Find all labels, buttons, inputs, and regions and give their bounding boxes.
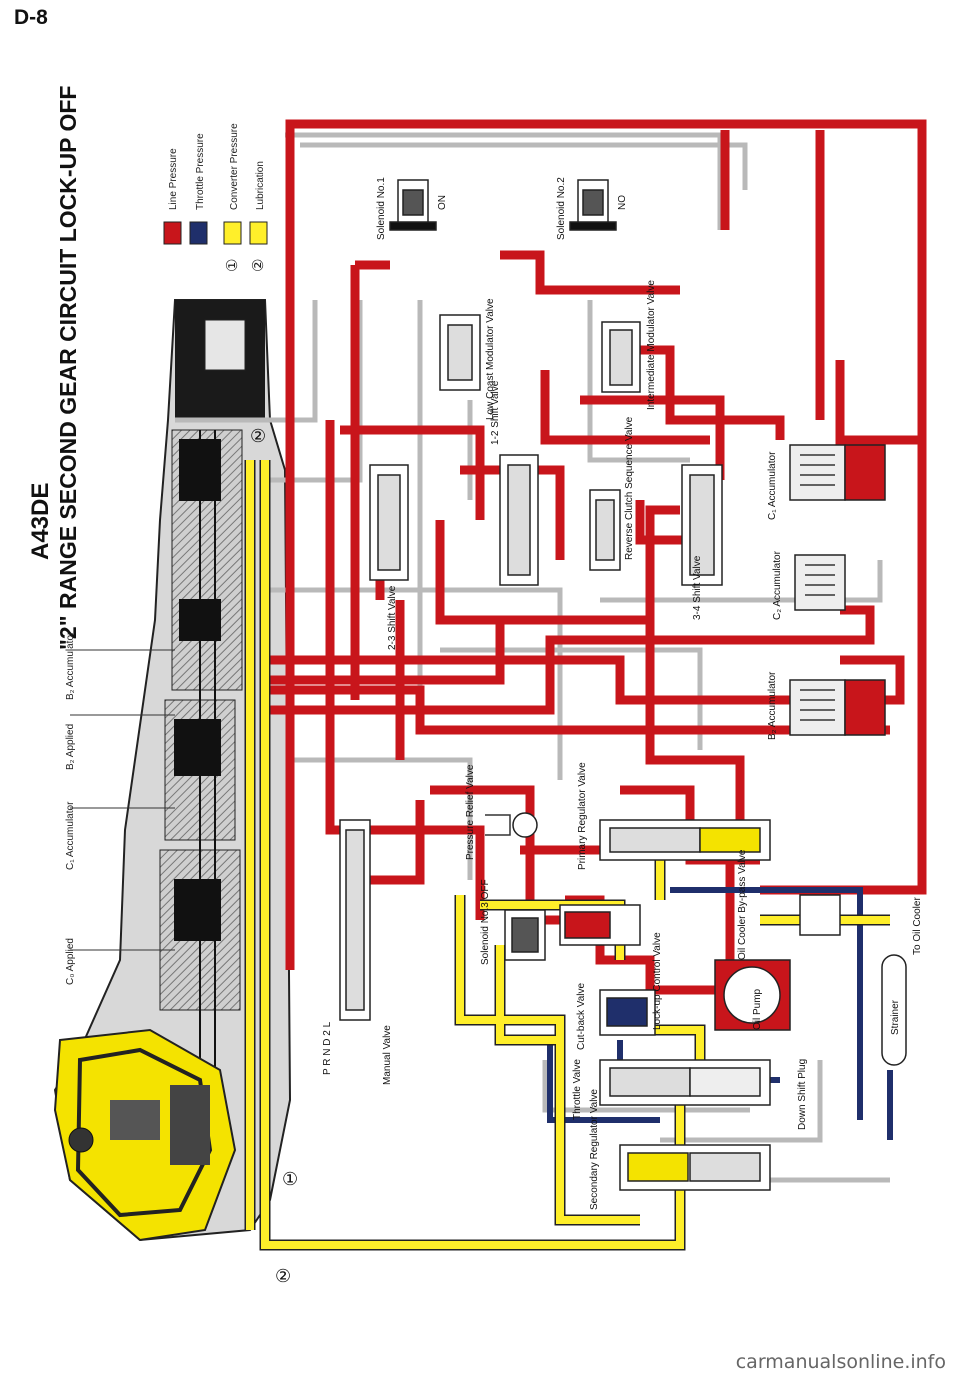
- legend-label-lubrication: Lubrication: [255, 161, 266, 210]
- label-c2-accumulator: C₂ Accumulator: [772, 550, 783, 620]
- shift-valve-23-icon: [369, 464, 409, 581]
- throttle-valve-icon: [599, 1059, 771, 1106]
- legend-swatch-throttle: [189, 221, 208, 245]
- page-number: D-8: [14, 6, 48, 29]
- shift-valve-12-icon: [499, 454, 539, 586]
- label-oil-cooler-bypass: Oil Cooler By-pass Valve: [737, 849, 748, 960]
- solenoid-3-icon: [504, 909, 546, 961]
- legend-marker-converter: ①: [224, 259, 241, 272]
- label-low-coast: Low Coast Modulator Valve: [485, 298, 496, 420]
- callout-c1-accumulator: C₁ Accumulator: [65, 801, 76, 870]
- c1-accumulator-icon: [789, 444, 886, 501]
- label-reverse-clutch: Reverse Clutch Sequence Valve: [624, 416, 635, 560]
- label-solenoid-2-state: NO: [617, 195, 628, 210]
- solenoid-2-icon: [569, 179, 617, 231]
- transmission-cross-section: [53, 299, 292, 1242]
- label-primary-regulator: Primary Regulator Valve: [577, 762, 588, 870]
- label-pressure-relief: Pressure Relief Valve: [465, 764, 476, 860]
- callout-c0-applied: C₀ Applied: [65, 938, 76, 985]
- title-model: A43DE: [27, 483, 54, 560]
- intermediate-modulator-valve-icon: [601, 321, 641, 393]
- low-coast-modulator-valve-icon: [439, 314, 481, 391]
- label-secondary-regulator: Secondary Regulator Valve: [589, 1089, 600, 1210]
- pressure-relief-valve-icon: [485, 812, 538, 838]
- legend-swatch-line: [163, 221, 182, 245]
- strainer-icon: [881, 954, 907, 1066]
- watermark: carmanualsonline.info: [735, 1351, 946, 1373]
- callout-b2-applied: B₂ Applied: [65, 724, 76, 770]
- secondary-regulator-valve-icon: [619, 1144, 771, 1191]
- c2-accumulator-icon: [794, 554, 846, 611]
- label-solenoid-3: Solenoid No.3 OFF: [480, 879, 491, 965]
- legend-marker-lubrication: ②: [250, 259, 267, 272]
- mark-two-bottom: ②: [275, 1266, 291, 1287]
- legend-swatch-converter: [223, 221, 242, 245]
- label-to-oil-cooler: To Oil Cooler: [912, 897, 923, 955]
- label-c1-accumulator: C₁ Accumulator: [767, 451, 778, 520]
- oil-pump-icon: [714, 959, 791, 1031]
- component-labels: Solenoid No.1 ON Solenoid No.2 NO Low Co…: [322, 177, 923, 1210]
- label-shift-34: 3-4 Shift Valve: [692, 555, 703, 620]
- valve-bodies: [339, 179, 907, 1191]
- legend-swatch-lubrication: [249, 221, 268, 245]
- label-downshift-plug: Down Shift Plug: [797, 1059, 808, 1130]
- legend-label-line: Line Pressure: [168, 148, 179, 210]
- b2-accumulator-icon: [789, 679, 886, 736]
- legend-label-throttle: Throttle Pressure: [195, 133, 206, 210]
- label-throttle-valve: Throttle Valve: [572, 1059, 583, 1120]
- reverse-clutch-sequence-valve-icon: [589, 489, 621, 571]
- label-shift-12: 1-2 Shift Valve: [490, 380, 501, 445]
- converter-hub: [68, 1127, 94, 1153]
- lockup-control-valve-icon: [559, 904, 641, 946]
- label-b2-accumulator: B₂ Accumulator: [767, 671, 778, 740]
- label-solenoid-1-state: ON: [437, 195, 448, 210]
- label-manual-valve: Manual Valve: [382, 1025, 393, 1085]
- label-manual-positions: P R N D 2 L: [322, 1021, 333, 1075]
- label-cutback: Cut-back Valve: [576, 982, 587, 1050]
- circle-marks: ② ① ②: [250, 426, 298, 1287]
- legend-label-converter: Converter Pressure: [229, 123, 240, 210]
- shift-valve-34-icon: [681, 464, 723, 586]
- cutback-valve-icon: [599, 989, 656, 1036]
- manual-valve-icon: [339, 819, 371, 1021]
- legend: Line Pressure Throttle Pressure ① Conver…: [163, 123, 268, 272]
- mark-two-top: ②: [250, 426, 266, 447]
- label-strainer: Strainer: [890, 999, 901, 1035]
- callouts: B₂ Accumulator B₂ Applied C₁ Accumulator…: [65, 631, 175, 985]
- line-pressure-lines: [260, 119, 927, 1020]
- label-solenoid-1: Solenoid No.1: [376, 177, 387, 240]
- title-main: "2" RANGE SECOND GEAR CIRCUIT LOCK-UP OF…: [55, 86, 81, 650]
- label-intermediate-modulator: Intermediate Modulator Valve: [646, 280, 657, 410]
- callout-b2-accumulator: B₂ Accumulator: [65, 631, 76, 700]
- primary-regulator-valve-icon: [599, 819, 771, 861]
- label-oil-pump: Oil Pump: [752, 988, 763, 1030]
- label-shift-23: 2-3 Shift Valve: [387, 585, 398, 650]
- label-solenoid-2: Solenoid No.2: [556, 177, 567, 240]
- mark-one-bottom: ①: [282, 1169, 298, 1190]
- label-lockup-control: Lock-up Control Valve: [652, 932, 663, 1030]
- solenoid-1-icon: [389, 179, 437, 231]
- oil-cooler-bypass-valve-icon: [799, 894, 841, 936]
